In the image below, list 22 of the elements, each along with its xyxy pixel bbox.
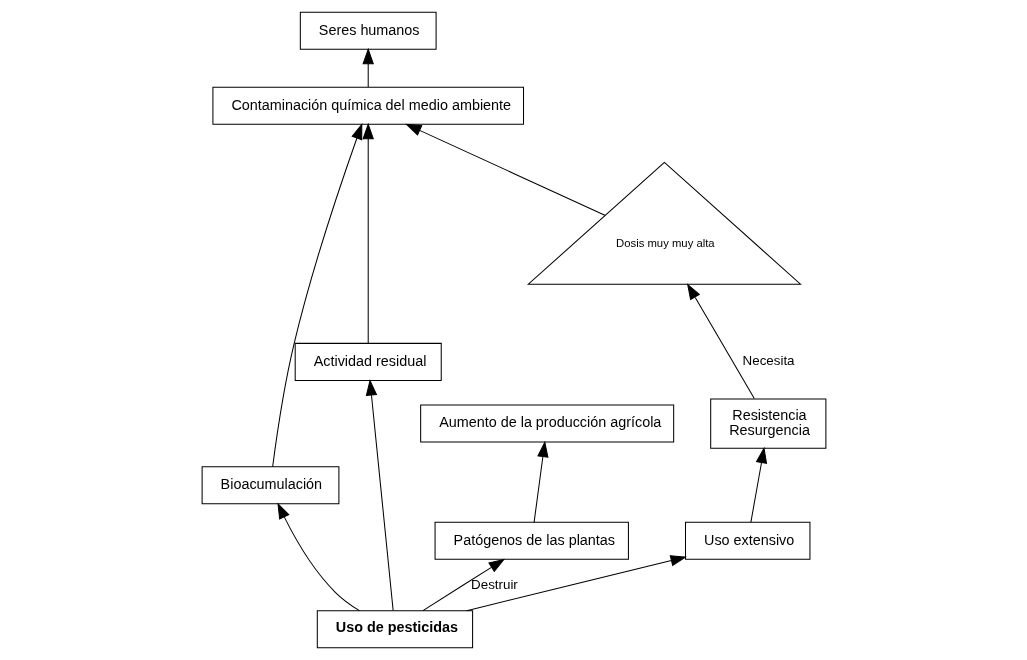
- arrow: [276, 502, 360, 612]
- arrow: [404, 123, 605, 216]
- node-box: Uso extensivo: [684, 521, 810, 560]
- arrow: [361, 122, 374, 344]
- edge-label: Necesita: [742, 353, 795, 369]
- node-box: Actividad residual: [294, 342, 442, 381]
- node-box: Patógenos de las plantas: [434, 521, 629, 560]
- arrow: [686, 283, 755, 400]
- arrow: [271, 122, 362, 468]
- arrow: [533, 440, 549, 523]
- node-box: Seres humanos: [299, 11, 437, 50]
- arrow: [361, 47, 374, 88]
- arrow: [365, 379, 394, 611]
- node-box: Uso de pesticidas: [316, 610, 473, 649]
- node-box: Resistencia Resurgencia: [709, 398, 826, 449]
- node-box: Contaminación química del medio ambiente: [211, 86, 524, 125]
- node-box: Aumento de la producción agrícola: [419, 404, 674, 443]
- edge-label: Destruir: [470, 576, 518, 592]
- arrow: [421, 558, 505, 612]
- node-box: Bioacumulación: [201, 466, 339, 505]
- arrow: [749, 446, 767, 523]
- arrow: [465, 555, 687, 612]
